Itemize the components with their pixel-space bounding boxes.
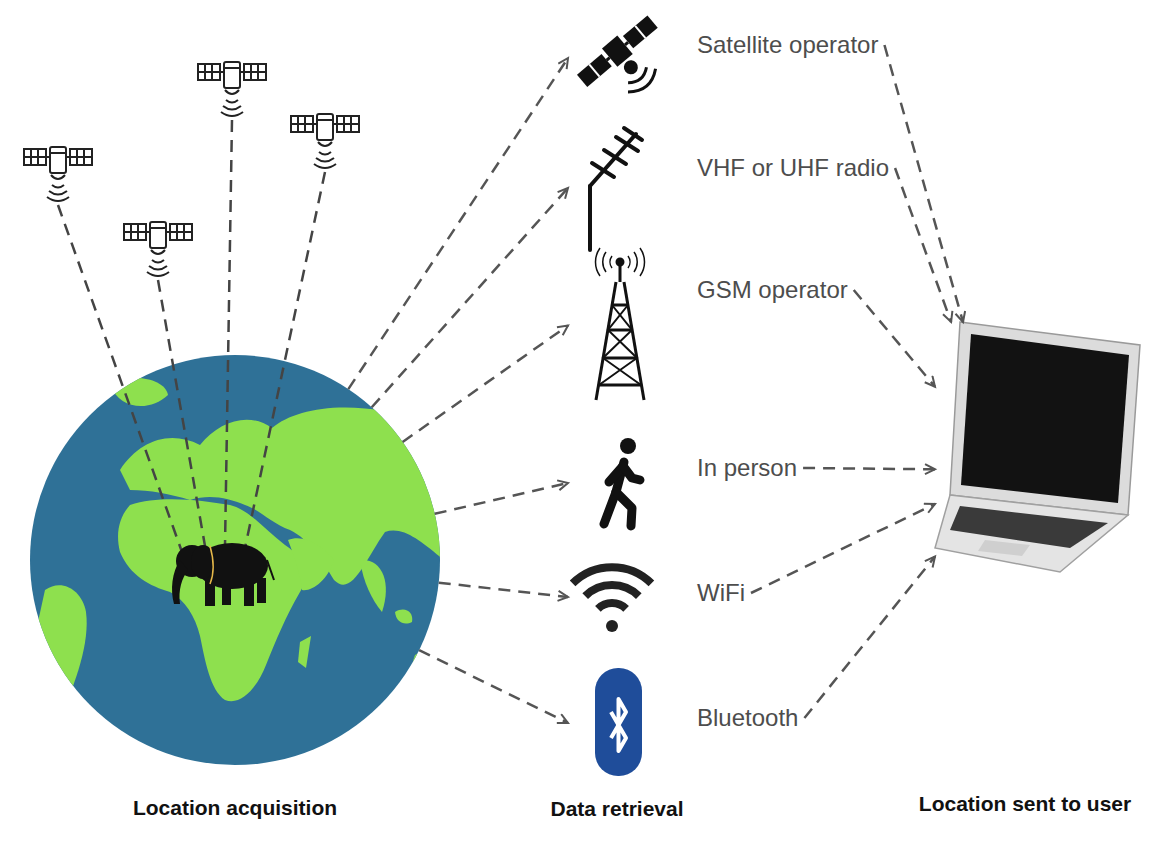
dashed-arrow <box>439 583 568 597</box>
retrieval-channel: VHF or UHF radio <box>570 125 889 251</box>
wifi-icon <box>573 567 652 632</box>
section-heading: Location sent to user <box>919 790 1131 818</box>
retrieval-channel: Satellite operator <box>570 12 878 104</box>
dashed-arrow <box>854 290 935 387</box>
retrieval-channel: WiFi <box>570 562 745 632</box>
antenna-icon <box>590 128 642 250</box>
channel-label: Bluetooth <box>697 702 798 734</box>
dashed-arrow <box>751 504 935 593</box>
globe <box>30 355 450 765</box>
bluetooth-icon <box>595 668 642 776</box>
dashed-arrow <box>895 168 951 322</box>
person-icon <box>604 438 640 526</box>
dashed-arrow <box>804 557 935 718</box>
satellite-links <box>58 120 325 552</box>
elephant-silhouette <box>172 543 274 606</box>
globe-node: Location acquisition <box>25 352 445 822</box>
channel-label: In person <box>697 452 797 484</box>
dashed-arrow <box>419 650 568 723</box>
retrieval-channel: Bluetooth <box>570 668 798 778</box>
dashed-arrow <box>372 188 568 407</box>
cell-tower-icon <box>595 248 644 400</box>
channel-label: VHF or UHF radio <box>697 152 889 184</box>
channel-label: Satellite operator <box>697 29 878 61</box>
dashed-arrow <box>884 45 963 322</box>
channel-label: WiFi <box>697 577 745 609</box>
satellite-icon <box>574 12 681 115</box>
section-heading: Location acquisition <box>133 794 337 822</box>
section-heading: Data retrieval <box>550 795 683 823</box>
retrieval-channel: In person <box>570 438 797 528</box>
laptop-node: Location sent to user <box>900 318 1150 818</box>
dashed-arrow <box>403 326 568 442</box>
laptop-icon <box>935 322 1140 572</box>
retrieval-channel: GSM operator <box>570 250 848 401</box>
dashed-arrow <box>803 468 935 469</box>
channel-label: GSM operator <box>697 274 848 306</box>
dashed-arrow <box>435 483 568 514</box>
